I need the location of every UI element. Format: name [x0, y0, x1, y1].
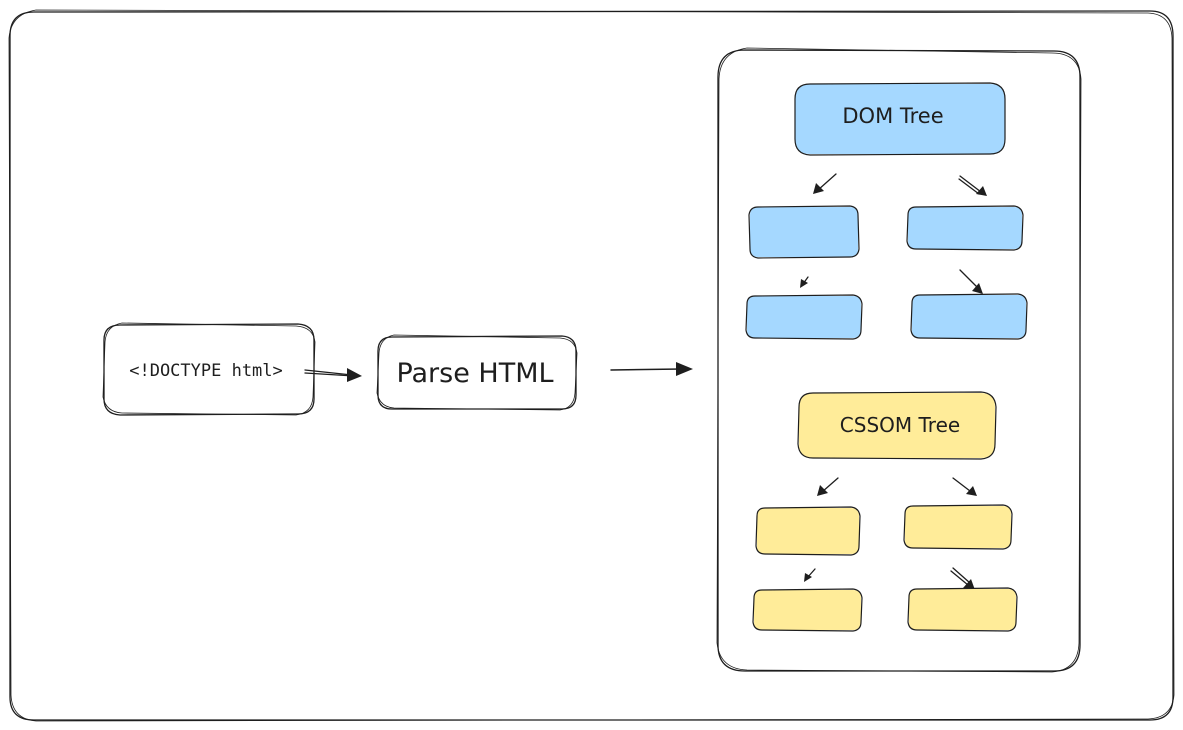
dom-node-left-child — [745, 294, 863, 340]
cssom-node-right — [903, 504, 1013, 550]
dom-node-right-child — [910, 293, 1028, 340]
doctype-label: <!DOCTYPE html> — [129, 361, 283, 381]
arrow-doctype-to-parse — [304, 368, 362, 382]
cssom-node-right-child — [907, 587, 1018, 632]
cssom-arrow-left-2 — [804, 568, 816, 582]
cssom-arrow-left — [817, 477, 839, 496]
cssom-node-left — [755, 506, 861, 556]
dom-tree-label: DOM Tree — [842, 104, 943, 128]
arrow-parse-to-trees — [610, 362, 693, 376]
dom-node-left — [748, 205, 860, 259]
cssom-arrow-right-2 — [950, 567, 975, 590]
dom-node-right — [906, 205, 1024, 251]
dom-arrow-left-2 — [800, 276, 809, 288]
cssom-node-left-child — [752, 588, 863, 632]
doctype-node: <!DOCTYPE html> — [102, 322, 316, 416]
cssom-tree-label: CSSOM Tree — [840, 413, 960, 437]
cssom-tree-root-node: CSSOM Tree — [797, 391, 997, 460]
dom-arrow-right — [958, 175, 987, 196]
parse-html-node: Parse HTML — [376, 334, 578, 411]
dom-tree-root-node: DOM Tree — [794, 82, 1006, 156]
outer-frame — [8, 9, 1175, 722]
dom-arrow-left — [813, 173, 837, 194]
cssom-arrow-right — [952, 477, 977, 496]
dom-arrow-right-2 — [959, 269, 983, 294]
trees-panel — [716, 47, 1082, 673]
parse-html-label: Parse HTML — [396, 358, 553, 389]
